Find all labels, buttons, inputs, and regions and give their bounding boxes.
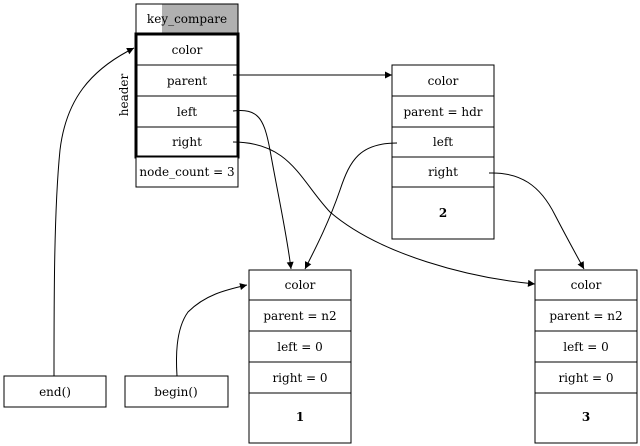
header-block: key_compare color parent left right node… [117,3,240,188]
node1-parent-cell [248,299,352,332]
node3-right-label: right = 0 [558,371,613,385]
edge-begin-to-node1 [175,283,248,377]
node1-id-label: 1 [296,410,304,424]
node-2: color parent = hdr left right 2 [391,64,495,240]
node1-right-cell [248,361,352,394]
node1-right-label: right = 0 [272,371,327,385]
node1-parent-label: parent = n2 [263,309,336,323]
header-side-label: header [117,73,131,116]
header-left-label: left [177,105,197,119]
end-iterator: end() [3,375,107,408]
node-count-cell [135,156,239,188]
node3-parent-label: parent = n2 [549,309,622,323]
begin-iterator: begin() [124,375,229,408]
node1-id-cell [248,392,352,444]
node2-left-label: left [433,135,453,149]
edge-header-right-to-node3 [232,141,536,287]
node-3: color parent = n2 left = 0 right = 0 3 [534,269,638,444]
node3-color-label: color [571,278,602,292]
node-1: color parent = n2 left = 0 right = 0 1 [248,269,352,444]
node2-parent-label: parent = hdr [403,105,482,119]
node1-left-cell [248,330,352,363]
header-parent-label: parent [167,74,207,88]
header-color-label: color [172,43,203,57]
header-right-label: right [172,135,202,149]
edge-end-to-header [53,47,135,377]
end-label: end() [39,385,71,399]
node3-color-cell [534,269,638,301]
header-fields: color parent left right [134,32,240,159]
key-compare-shade [162,4,238,34]
edge-header-left-to-node1 [232,109,294,270]
node3-id-cell [534,392,638,444]
node3-left-cell [534,330,638,363]
edge-node2-right-to-node3 [488,172,585,270]
node2-right-label: right [428,165,458,179]
key-compare-label: key_compare [147,12,227,26]
node2-color-cell [391,64,495,97]
node2-right-cell [391,156,495,188]
node3-left-label: left = 0 [563,340,609,354]
node1-color-label: color [285,278,316,292]
begin-box [124,375,229,408]
end-box [3,375,107,408]
edge-node2-left-to-node1 [304,142,398,270]
node3-right-cell [534,361,638,394]
node-count-label: node_count = 3 [139,165,234,179]
node2-id-cell [391,186,495,240]
node1-left-label: left = 0 [277,340,323,354]
node2-parent-cell [391,95,495,128]
node3-id-label: 3 [582,410,590,424]
node2-id-label: 2 [439,206,447,220]
begin-label: begin() [154,385,197,399]
node2-color-label: color [428,74,459,88]
